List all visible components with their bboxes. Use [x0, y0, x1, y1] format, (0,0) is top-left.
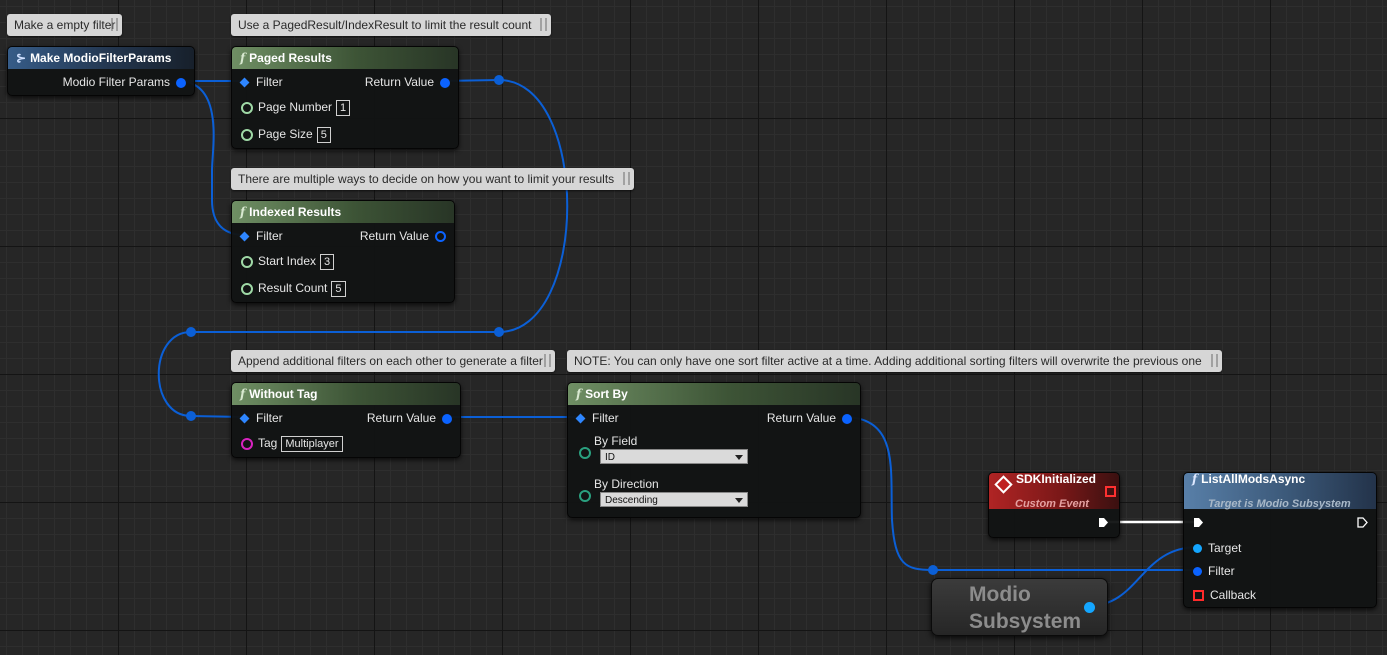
comment-empty-filter[interactable]: Make a empty filter: [7, 14, 123, 36]
string-pin-icon[interactable]: [241, 437, 253, 450]
output-pin-icon[interactable]: [435, 231, 446, 243]
node-modio-subsystem[interactable]: Modio Subsystem: [931, 578, 1108, 636]
tag-input[interactable]: Multiplayer: [281, 435, 343, 452]
object-output-pin-icon[interactable]: [1084, 602, 1095, 613]
reroute-node: [494, 75, 504, 85]
function-icon: f: [576, 387, 582, 401]
integer-pin-icon[interactable]: [241, 255, 253, 268]
comment-handle-icon: [540, 18, 548, 31]
reroute-node: [928, 565, 938, 575]
pin-modio-filter-params[interactable]: Modio Filter Params: [63, 73, 186, 91]
pin-filter-in[interactable]: Filter: [575, 409, 619, 427]
output-pin-icon[interactable]: [842, 413, 852, 424]
node-header: ⊱Make ModioFilterParams: [8, 47, 194, 69]
integer-pin-icon[interactable]: [241, 282, 253, 295]
input-pin-icon[interactable]: [575, 413, 586, 424]
page-number-input[interactable]: 1: [336, 99, 351, 116]
result-count-input[interactable]: 5: [331, 280, 346, 297]
page-size-input[interactable]: 5: [316, 126, 331, 143]
comment-handle-icon: [1210, 354, 1218, 367]
event-diamond-icon: [994, 475, 1013, 495]
node-sdk-initialized[interactable]: SDKInitialized Custom Event: [988, 472, 1120, 538]
by-direction-dropdown[interactable]: Descending: [600, 492, 748, 507]
comment-paged-results[interactable]: Use a PagedResult/IndexResult to limit t…: [231, 14, 552, 36]
function-icon: f: [240, 205, 246, 219]
pin-return-value[interactable]: Return Value: [360, 227, 446, 245]
exec-input-pin-icon[interactable]: [1193, 517, 1204, 528]
pin-filter-in[interactable]: Filter: [239, 409, 283, 427]
object-pin-icon[interactable]: [1193, 544, 1202, 554]
pin-filter-in[interactable]: Filter: [1193, 562, 1235, 580]
integer-pin-icon[interactable]: [241, 128, 253, 141]
comment-sort-note[interactable]: NOTE: You can only have one sort filter …: [567, 350, 1222, 372]
struct-make-icon: ⊱: [16, 51, 27, 65]
output-pin-icon[interactable]: [442, 413, 452, 424]
reroute-node: [186, 327, 196, 337]
chevron-down-icon: [735, 498, 743, 503]
pin-callback[interactable]: Callback: [1193, 586, 1256, 604]
node-header: SDKInitialized Custom Event: [989, 472, 1119, 510]
modio-subsystem-label: Modio Subsystem: [969, 583, 1082, 633]
output-pin-icon[interactable]: [440, 77, 450, 88]
reroute-node: [186, 411, 196, 421]
pin-filter-in[interactable]: Filter: [239, 227, 283, 245]
pin-return-value[interactable]: Return Value: [367, 409, 452, 427]
pin-return-value[interactable]: Return Value: [767, 409, 852, 427]
input-pin-icon[interactable]: [239, 413, 250, 424]
node-make-filter-params[interactable]: ⊱Make ModioFilterParams Modio Filter Par…: [7, 46, 195, 96]
pin-target[interactable]: Target: [1193, 539, 1241, 557]
wire-reroute-loop: [157, 79, 569, 418]
pin-by-direction-label: By Direction: [594, 477, 659, 491]
reroute-node: [494, 327, 504, 337]
integer-pin-icon[interactable]: [241, 101, 253, 114]
pin-filter-in[interactable]: Filter: [239, 73, 283, 91]
input-pin-icon[interactable]: [239, 231, 250, 242]
comment-handle-icon: [623, 172, 631, 185]
exec-output-pin-icon[interactable]: [1357, 517, 1368, 528]
enum-pin-icon[interactable]: [579, 490, 591, 502]
comment-indexed-results[interactable]: There are multiple ways to decide on how…: [231, 168, 635, 190]
start-index-input[interactable]: 3: [320, 253, 335, 270]
wire-sortby-to-listall: [842, 416, 1198, 571]
comment-handle-icon: [543, 354, 551, 367]
input-pin-icon[interactable]: [239, 77, 250, 88]
function-icon: f: [240, 51, 246, 65]
struct-pin-icon[interactable]: [1193, 567, 1202, 577]
comment-handle-icon: [111, 18, 119, 31]
pin-by-field-label: By Field: [594, 434, 638, 448]
by-field-dropdown[interactable]: ID: [600, 449, 748, 464]
output-pin-icon[interactable]: [176, 77, 186, 88]
wire-make-to-indexed: [177, 80, 246, 236]
function-icon: f: [240, 387, 246, 401]
exec-output-pin-icon[interactable]: [1098, 517, 1109, 528]
delegate-pin-icon[interactable]: [1193, 590, 1204, 602]
pin-return-value[interactable]: Return Value: [365, 73, 450, 91]
delegate-pin-icon[interactable]: [1105, 486, 1116, 497]
function-icon: f: [1192, 471, 1198, 486]
comment-append-filters[interactable]: Append additional filters on each other …: [231, 350, 555, 372]
chevron-down-icon: [735, 455, 743, 460]
enum-pin-icon[interactable]: [579, 447, 591, 459]
